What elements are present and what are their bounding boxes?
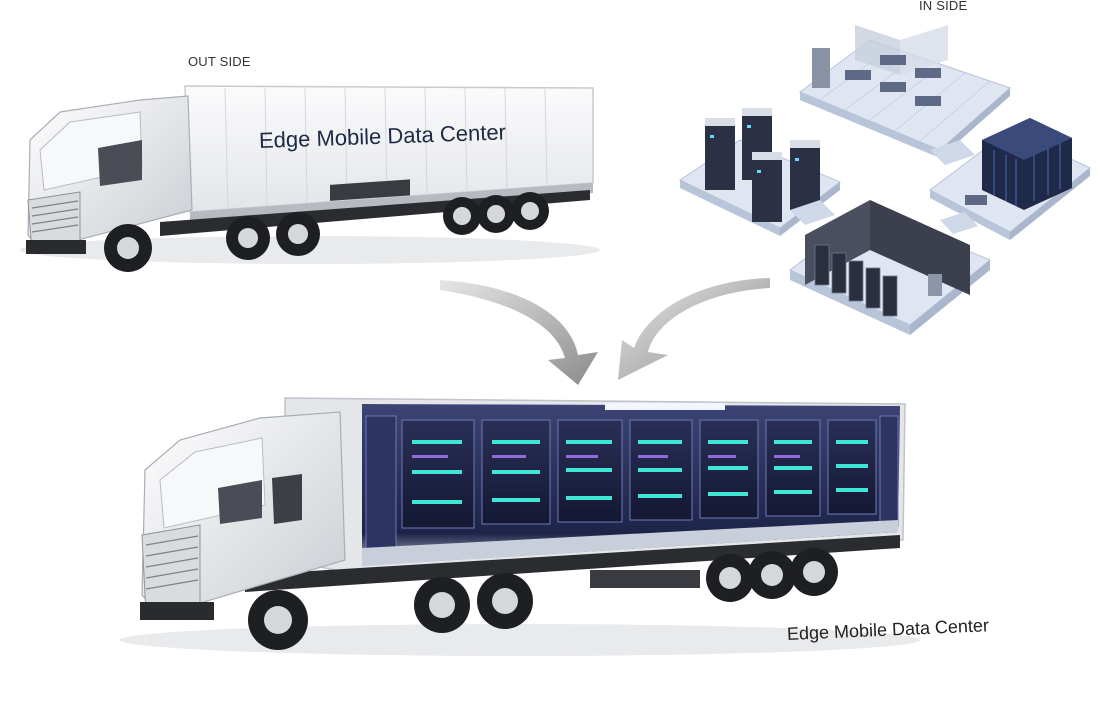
cab-side-window xyxy=(98,140,142,186)
bottom-front-bumper xyxy=(140,602,214,620)
bottom-fuel-tank xyxy=(590,570,700,588)
connecting-stairs xyxy=(790,140,978,234)
inside-isometric-datacenter xyxy=(678,25,1091,335)
ceiling-light xyxy=(605,403,725,410)
bottom-truck-wheels xyxy=(248,548,838,650)
bottom-truck-shadow xyxy=(120,624,920,656)
outside-truck xyxy=(20,85,600,272)
rack-status-lights xyxy=(412,440,868,504)
operator-desk xyxy=(965,195,987,205)
server-room-wall xyxy=(870,200,970,295)
front-bumper xyxy=(26,240,86,254)
inside-label: IN SIDE xyxy=(919,0,968,13)
server-towers xyxy=(705,108,820,222)
bottom-chassis xyxy=(245,535,900,592)
arrow-from-outside xyxy=(440,280,598,385)
outside-label: OUT SIDE xyxy=(188,54,251,69)
bottom-cab-window xyxy=(218,480,262,524)
office-cabinet xyxy=(812,48,830,88)
fuel-tank xyxy=(330,179,410,201)
bottom-cab-side-window xyxy=(272,474,302,524)
office-desks xyxy=(845,55,941,106)
outside-truck-wheels xyxy=(104,192,549,272)
arrow-from-inside xyxy=(618,278,770,380)
rack-cluster xyxy=(982,118,1072,210)
server-room-racks xyxy=(814,244,898,317)
server-room-door xyxy=(928,274,942,296)
edge-mobile-datacenter-truck xyxy=(120,397,920,656)
interior-floor xyxy=(362,520,898,566)
